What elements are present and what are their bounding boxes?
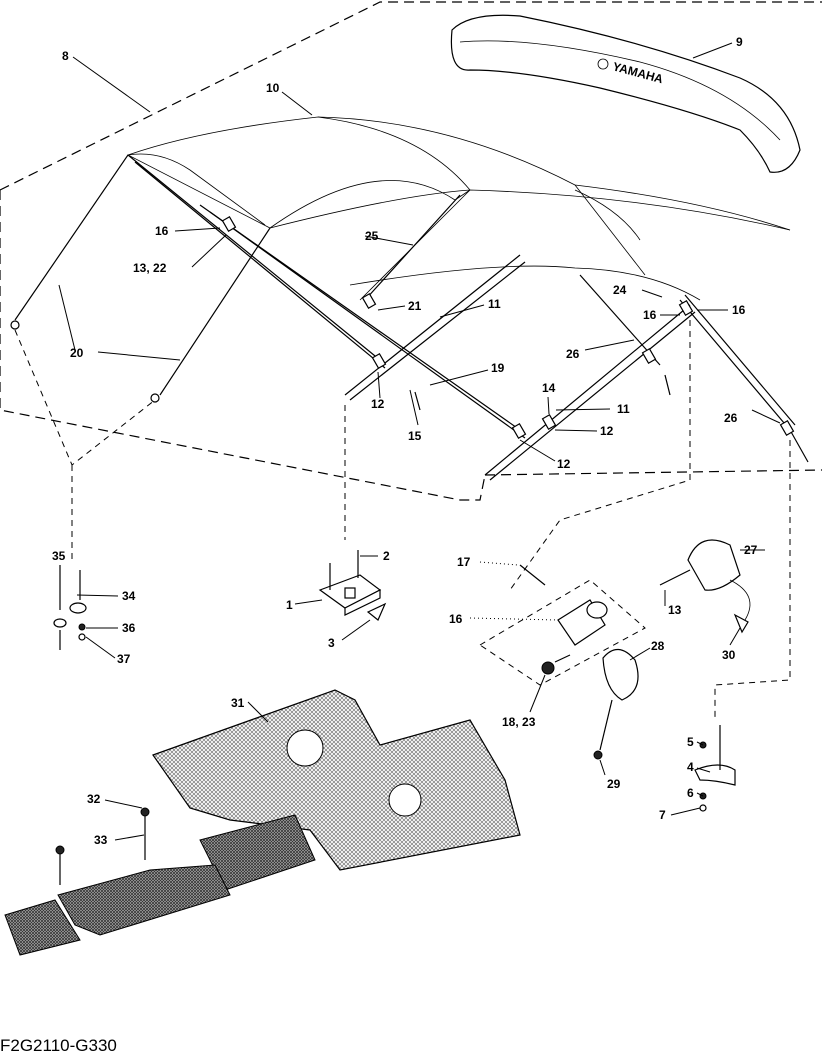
leader-lines (58, 42, 781, 841)
top-assembly-outline (0, 1, 822, 501)
callout-16: 16 (732, 303, 746, 317)
frame-tubes (10, 154, 809, 481)
callout-16: 16 (643, 308, 657, 322)
callout-12: 12 (371, 397, 385, 411)
callout-13: 13 (668, 603, 682, 617)
bimini-canvas (126, 116, 791, 301)
callout-15: 15 (408, 429, 422, 443)
callout-36: 36 (122, 621, 136, 635)
rear-bracket (694, 725, 736, 812)
front-bracket (318, 550, 387, 621)
callout-34: 34 (122, 589, 136, 603)
callout-26: 26 (566, 347, 580, 361)
callout-16: 16 (449, 612, 463, 626)
callout-10: 10 (266, 81, 280, 95)
callout-37: 37 (117, 652, 131, 666)
callout-3: 3 (328, 636, 335, 650)
callout-16: 16 (155, 224, 169, 238)
callout-27: 27 (744, 543, 758, 557)
callout-12: 12 (600, 424, 614, 438)
callout-labels: 8 9 10 16 13, 22 25 20 21 11 24 16 16 26… (52, 35, 758, 847)
callout-29: 29 (607, 777, 621, 791)
callout-35: 35 (52, 549, 66, 563)
connector-lines (14, 320, 791, 720)
callout-11: 11 (617, 402, 630, 416)
callout-21: 21 (408, 299, 422, 313)
callout-14: 14 (542, 381, 556, 395)
callout-28: 28 (651, 639, 665, 653)
callout-9: 9 (736, 35, 743, 49)
storage-boot: YAMAHA (450, 14, 801, 173)
strap-holder (659, 539, 751, 634)
callout-26: 26 (724, 411, 738, 425)
callout-33: 33 (94, 833, 108, 847)
callout-1: 1 (286, 598, 293, 612)
callout-4: 4 (687, 760, 694, 774)
callout-2: 2 (383, 549, 390, 563)
callout-24: 24 (613, 283, 627, 297)
callout-13-22: 13, 22 (133, 261, 167, 275)
callout-32: 32 (87, 792, 101, 806)
swivel-fitting (519, 564, 608, 675)
callout-30: 30 (722, 648, 736, 662)
callout-20: 20 (70, 346, 84, 360)
callout-7: 7 (659, 808, 666, 822)
deck-mat (4, 689, 521, 956)
callout-31: 31 (231, 696, 245, 710)
figure-code: F2G2110-G330 (0, 1036, 117, 1053)
callout-11: 11 (488, 297, 501, 311)
callout-18-23: 18, 23 (502, 715, 536, 729)
end-cap (593, 648, 639, 760)
callout-5: 5 (687, 735, 694, 749)
callout-12: 12 (557, 457, 571, 471)
callout-19: 19 (491, 361, 505, 375)
callout-17: 17 (457, 555, 471, 569)
callout-6: 6 (687, 786, 694, 800)
callout-25: 25 (365, 229, 379, 243)
fastener-stack-left (53, 565, 87, 650)
callout-8: 8 (62, 49, 69, 63)
